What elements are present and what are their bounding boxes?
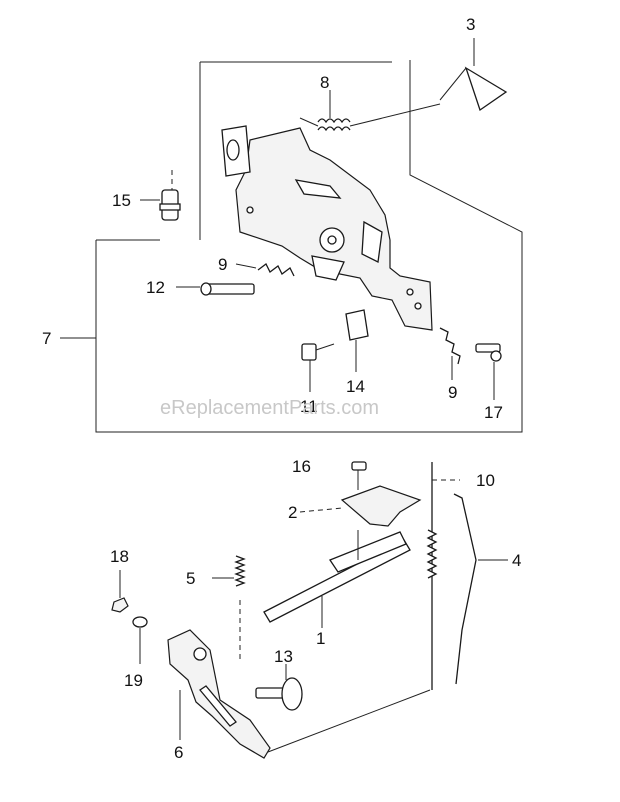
callout-19: 19 — [124, 671, 143, 690]
part-2-plate — [299, 485, 422, 527]
control-plate — [221, 125, 433, 331]
part-16-screw — [351, 461, 367, 490]
callout-4: 4 — [512, 551, 521, 570]
part-18-nut — [111, 570, 129, 613]
callout-2: 2 — [288, 503, 297, 522]
part-3-wire-clip — [439, 38, 508, 112]
part-9b-spring — [439, 327, 461, 380]
callout-7: 7 — [42, 329, 51, 348]
callout-1: 1 — [316, 629, 325, 648]
callout-12: 12 — [146, 278, 165, 297]
assembly-7-bracket-outline — [95, 60, 523, 433]
callout-6: 6 — [174, 743, 183, 762]
callout-16: 16 — [292, 457, 311, 476]
callout-13: 13 — [274, 647, 293, 666]
watermark: eReplacementParts.com — [160, 397, 379, 419]
part-4-link-rod — [453, 493, 508, 685]
part-19-washer — [132, 616, 148, 664]
part-5-spring — [212, 555, 246, 660]
callout-8: 8 — [320, 73, 329, 92]
callout-3: 3 — [466, 15, 475, 34]
part-15-screw — [140, 170, 181, 221]
callout-14: 14 — [346, 377, 365, 396]
part-11-bolt — [301, 343, 335, 392]
part-8-spring — [299, 90, 441, 132]
part-17-screw — [475, 343, 502, 400]
part-1-shaft — [263, 530, 411, 628]
part-6-lever — [167, 629, 431, 759]
part-12-screw — [176, 282, 255, 296]
part-10-rod — [426, 462, 460, 690]
part-9a-spring — [235, 263, 295, 277]
callout-15: 15 — [112, 191, 131, 210]
callout-5: 5 — [186, 569, 195, 588]
part-14-bracket — [345, 309, 369, 372]
part-13-pin — [255, 664, 303, 711]
callout-18: 18 — [110, 547, 129, 566]
callout-17: 17 — [484, 403, 503, 422]
callout-9b: 9 — [448, 383, 457, 402]
callout-10: 10 — [476, 471, 495, 490]
callout-9a: 9 — [218, 255, 227, 274]
callout-11: 11 — [300, 397, 318, 416]
